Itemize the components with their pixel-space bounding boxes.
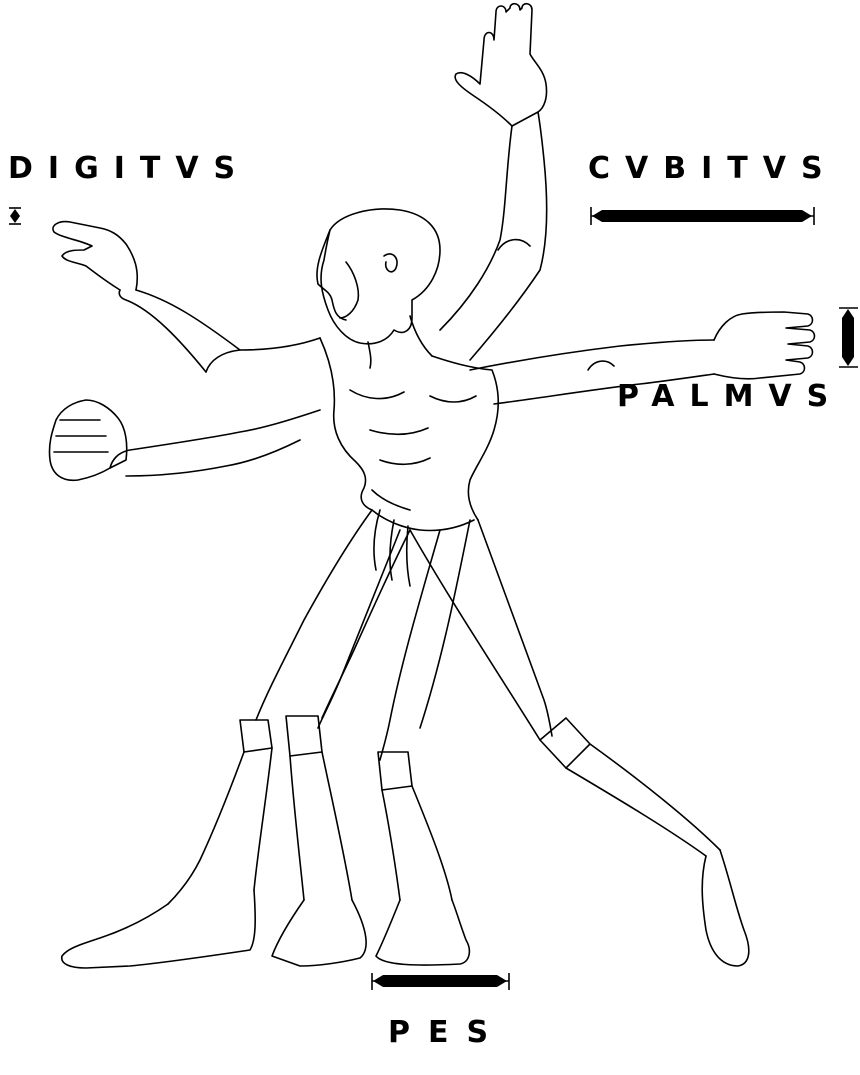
torso-chest [320,338,372,510]
pointing-arm-upper [119,290,206,372]
abdomen [370,428,430,464]
cubitus-label: CVBITVS [588,154,838,184]
leg-straight-thigh-inner [420,520,470,728]
pointing-hand [53,222,137,290]
raised-arm-inner [470,112,547,360]
pointing-arm-lower [136,290,240,350]
palmus-measure-bar [839,308,858,367]
open-palm [714,312,815,379]
digitus-measure-bar [9,208,21,224]
figure-outline [49,4,814,968]
extended-arm-elbow [588,361,614,370]
leg-stride-knee [540,718,590,768]
foot-center [272,900,366,966]
leg-left-shin [168,748,272,904]
pectoral [350,390,476,402]
palmus-label: PALMVS [617,382,843,412]
leg-stride-shin [566,744,720,856]
leg-left-knee [240,720,272,752]
leg-center-knee [286,716,322,756]
head-outline [321,209,440,344]
raised-arm-outer [440,126,512,330]
torso-left-side [206,338,320,372]
leg-left-thigh-outer [256,510,372,720]
upper-hand [455,4,546,126]
jaw-line [340,262,358,318]
leg-straight-knee [378,752,412,790]
cubitus-measure-bar [591,207,814,225]
leg-straight-shin [382,786,452,900]
leg-stride-thigh [410,520,552,740]
hip-line [372,510,474,531]
foot-stride [702,850,749,966]
leg-center-shin [290,752,352,900]
pes-measure-bar [372,973,509,990]
torso-right-side [432,356,498,520]
fist [49,400,126,480]
digitus-label: DIGITVS [8,154,250,184]
fist-arm-inner [126,440,300,476]
foot-straight [376,900,469,965]
pes-label: PES [388,1018,506,1048]
foot-left [62,890,255,968]
ear [384,254,397,272]
fist-arm [110,410,320,468]
raised-arm-elbow [498,240,530,250]
loincloth-folds [372,490,410,586]
